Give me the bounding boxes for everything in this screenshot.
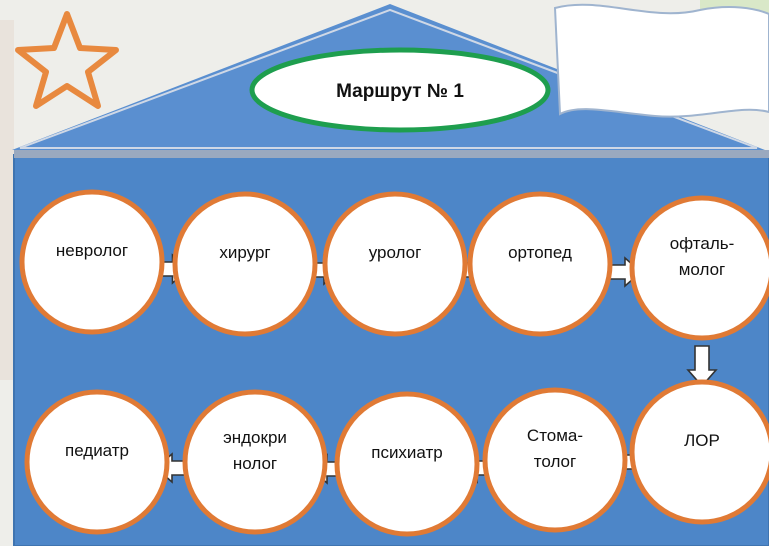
node-label: Стома- [527, 426, 583, 445]
node-label: нолог [233, 454, 277, 473]
node-label: психиатр [371, 443, 443, 462]
title-badge [249, 47, 551, 133]
node-circle [182, 389, 328, 535]
node-circle [629, 195, 769, 341]
node-circle [467, 191, 613, 337]
node-n7: Стома-толог [482, 387, 628, 533]
node-n2: хирург [172, 191, 318, 337]
left-edge-decoration [0, 20, 14, 380]
nodes: невролог хирург уролог ортопед офталь-мологЛ… [19, 189, 769, 537]
star-icon [15, 11, 119, 109]
node-n5: офталь-молог [629, 195, 769, 341]
node-n8: психиатр [334, 391, 480, 537]
node-n3: уролог [322, 191, 468, 337]
node-circle [629, 379, 769, 525]
node-label: эндокри [223, 428, 287, 447]
node-label: хирург [219, 243, 270, 262]
node-n9: эндокри нолог [182, 389, 328, 535]
node-label: ортопед [508, 243, 572, 262]
node-circle [334, 391, 480, 537]
node-label: уролог [369, 243, 422, 262]
node-n6: ЛОР [629, 379, 769, 525]
node-label: невролог [56, 241, 128, 260]
node-circle [172, 191, 318, 337]
node-circle [19, 189, 165, 335]
node-circle [482, 387, 628, 533]
node-label: педиатр [65, 441, 129, 460]
node-n10: педиатр [24, 389, 170, 535]
board-top-edge [14, 150, 769, 158]
node-n4: ортопед [467, 191, 613, 337]
edge-arrow-5 [686, 345, 718, 388]
node-label: толог [534, 452, 576, 471]
node-circle [24, 389, 170, 535]
node-label: ЛОР [684, 431, 720, 450]
node-circle [322, 191, 468, 337]
node-label: молог [679, 260, 726, 279]
route-title: Маршрут № 1 [336, 81, 464, 102]
node-n1: невролог [19, 189, 165, 335]
node-label: офталь- [670, 234, 735, 253]
flag-banner [553, 3, 769, 118]
edge-arrow-5-shape [686, 345, 718, 388]
